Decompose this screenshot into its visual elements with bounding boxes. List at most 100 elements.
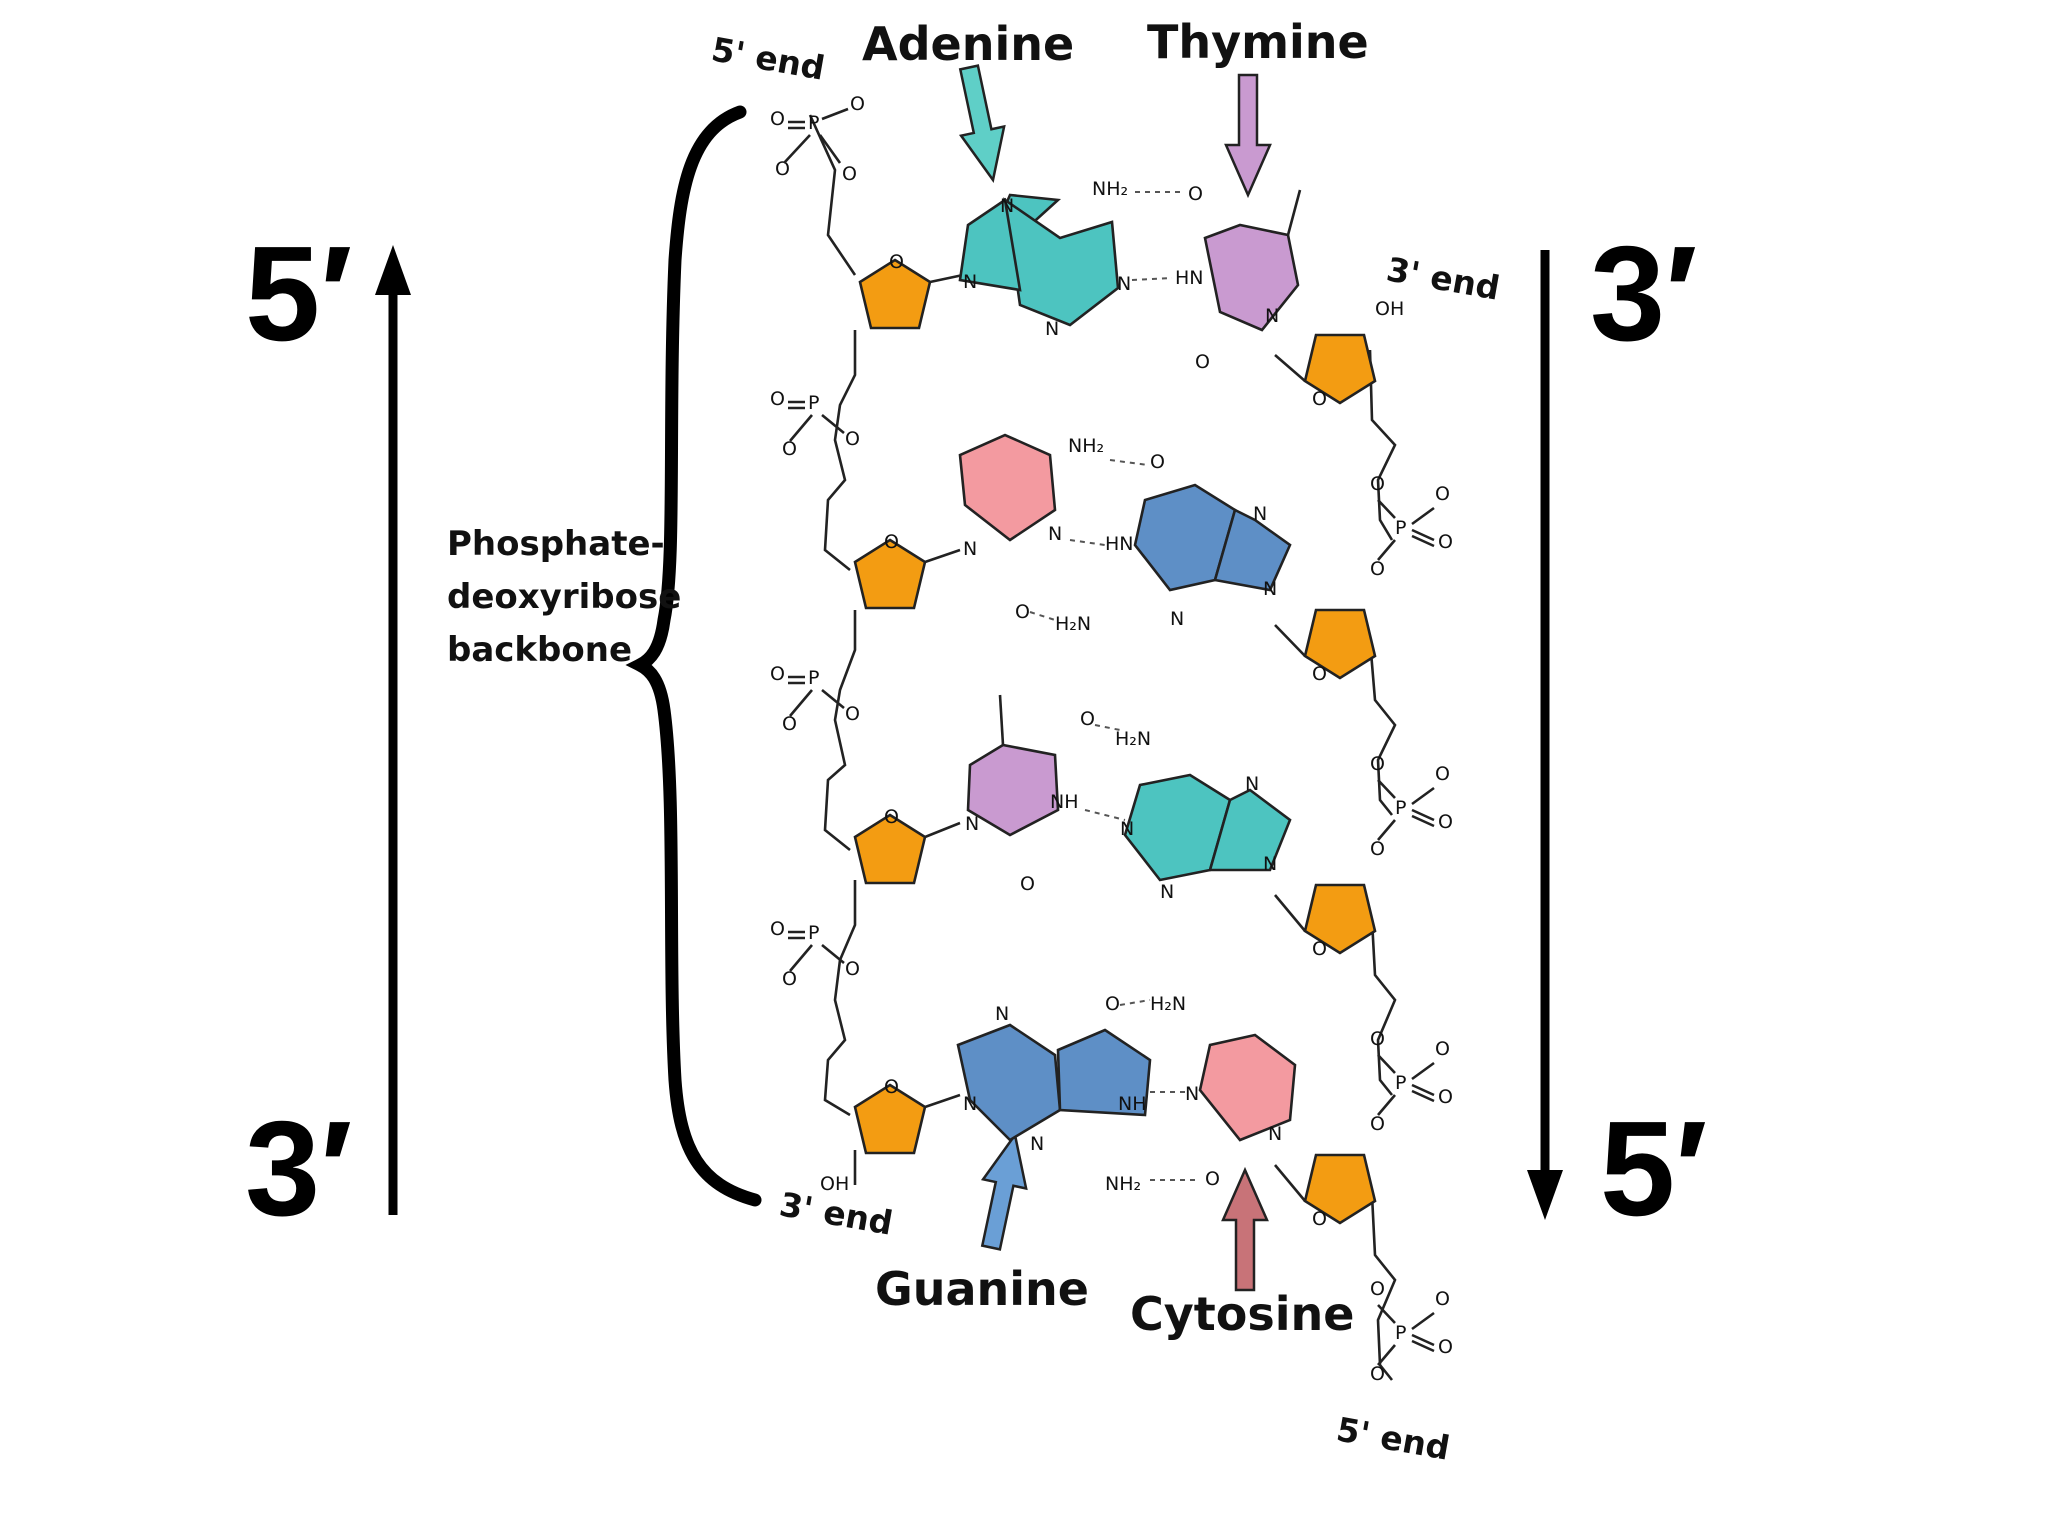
svg-text:P: P: [1395, 1322, 1406, 1344]
deoxyribose-sugar: O: [853, 806, 961, 885]
svg-text:O: O: [1195, 351, 1210, 373]
deoxyribose-sugar: O: [853, 531, 961, 610]
svg-text:O: O: [889, 251, 904, 273]
svg-text:O: O: [1150, 451, 1165, 473]
svg-text:O: O: [1370, 558, 1385, 580]
deoxyribose-sugar: O: [858, 251, 964, 330]
svg-text:HN: HN: [1105, 533, 1134, 555]
svg-text:P: P: [1395, 1072, 1406, 1094]
svg-text:O: O: [884, 1076, 899, 1098]
left-oh-group: OH: [820, 1173, 849, 1195]
phosphate-group: OP OOO: [1370, 1278, 1453, 1385]
svg-text:O: O: [770, 918, 785, 940]
adenine-label: Adenine: [862, 17, 1074, 71]
svg-text:O: O: [1312, 663, 1327, 685]
svg-text:N: N: [1160, 881, 1174, 903]
left-top-5prime-label: 5′: [245, 218, 352, 369]
svg-text:O: O: [1370, 1363, 1385, 1385]
svg-text:O: O: [1370, 1113, 1385, 1135]
phosphate-group: O P O O O: [770, 93, 865, 185]
svg-text:H₂N: H₂N: [1115, 728, 1151, 750]
svg-text:P: P: [1395, 797, 1406, 819]
phosphate-group: OP OOO: [1370, 753, 1453, 860]
right-top-3prime-label: 3′: [1590, 218, 1697, 369]
svg-text:O: O: [884, 531, 899, 553]
backbone-brace: [625, 105, 762, 1207]
svg-text:O: O: [1205, 1168, 1220, 1190]
svg-text:O: O: [1020, 873, 1035, 895]
svg-text:N: N: [1185, 1083, 1199, 1105]
cytosine-label: Cytosine: [1130, 1287, 1354, 1341]
svg-text:P: P: [808, 922, 819, 944]
svg-text:O: O: [1312, 938, 1327, 960]
svg-text:O: O: [1438, 1086, 1453, 1108]
svg-text:N: N: [1263, 853, 1277, 875]
svg-text:N: N: [1048, 523, 1062, 545]
svg-text:N: N: [1268, 1123, 1282, 1145]
left-direction-arrow: [375, 245, 411, 1215]
svg-text:N: N: [965, 813, 979, 835]
svg-text:N: N: [1253, 503, 1267, 525]
svg-text:O: O: [845, 958, 860, 980]
svg-text:O: O: [1080, 708, 1095, 730]
svg-text:N: N: [1245, 773, 1259, 795]
left-sugars: O O O O: [853, 251, 964, 1155]
svg-text:O: O: [770, 108, 785, 130]
deoxyribose-sugar: O: [1274, 883, 1377, 960]
hydrogen-bond: [1119, 999, 1151, 1006]
svg-text:NH: NH: [1118, 1093, 1147, 1115]
deoxyribose-sugar: O: [1274, 1153, 1377, 1230]
svg-text:O: O: [1438, 1336, 1453, 1358]
right-sugars: O O O O: [1274, 333, 1377, 1230]
hydrogen-bond: [1029, 611, 1056, 621]
svg-text:N: N: [1117, 273, 1131, 295]
svg-text:O: O: [1188, 183, 1203, 205]
svg-text:N: N: [963, 1093, 977, 1115]
svg-text:O: O: [1435, 1288, 1450, 1310]
phosphate-group: OP OOO: [1370, 1028, 1453, 1135]
svg-text:O: O: [842, 163, 857, 185]
right-backbone-chain: [1368, 349, 1397, 1381]
svg-text:O: O: [1438, 811, 1453, 833]
svg-text:O: O: [850, 93, 865, 115]
right-direction-arrow: [1527, 250, 1563, 1220]
svg-text:O: O: [1105, 993, 1120, 1015]
adenine-base: N N N N H₂N: [1115, 728, 1292, 903]
svg-text:O: O: [775, 158, 790, 180]
left-bottom-3prime-label: 3′: [245, 1093, 352, 1244]
right-bottom-5prime-label: 5′: [1600, 1093, 1707, 1244]
right-phosphate-groups: OH OP OOO OP OOO OP OOO OP OOO: [1370, 298, 1453, 1385]
svg-text:NH₂: NH₂: [1092, 178, 1128, 200]
svg-text:P: P: [808, 112, 819, 134]
svg-text:O: O: [884, 806, 899, 828]
hydrogen-bond: [1131, 277, 1173, 281]
cytosine-pointer-arrow: [1221, 1166, 1269, 1292]
svg-text:N: N: [1030, 1133, 1044, 1155]
thymine-base: OHN ON: [1175, 183, 1302, 373]
base-pair-thymine-adenine: NNH OO NN NN H₂N: [965, 694, 1292, 903]
backbone-label-line3: backbone: [447, 630, 632, 670]
svg-text:N: N: [1170, 608, 1184, 630]
svg-text:N: N: [963, 271, 977, 293]
svg-text:NH₂: NH₂: [1068, 435, 1104, 457]
svg-text:O: O: [845, 703, 860, 725]
thymine-label: Thymine: [1147, 15, 1369, 69]
deoxyribose-sugar: O: [1274, 608, 1377, 685]
svg-text:O: O: [1370, 753, 1385, 775]
thymine-pointer-arrow: [1224, 73, 1272, 199]
guanine-pointer-arrow: [980, 1131, 1028, 1251]
svg-text:H₂N: H₂N: [1150, 993, 1186, 1015]
svg-text:O: O: [1370, 473, 1385, 495]
hydrogen-bond: [1084, 809, 1126, 821]
thymine-base: NNH OO: [965, 694, 1095, 895]
guanine-label: Guanine: [875, 1262, 1089, 1316]
svg-text:P: P: [1395, 517, 1406, 539]
svg-text:O: O: [782, 713, 797, 735]
svg-text:N: N: [1120, 818, 1134, 840]
